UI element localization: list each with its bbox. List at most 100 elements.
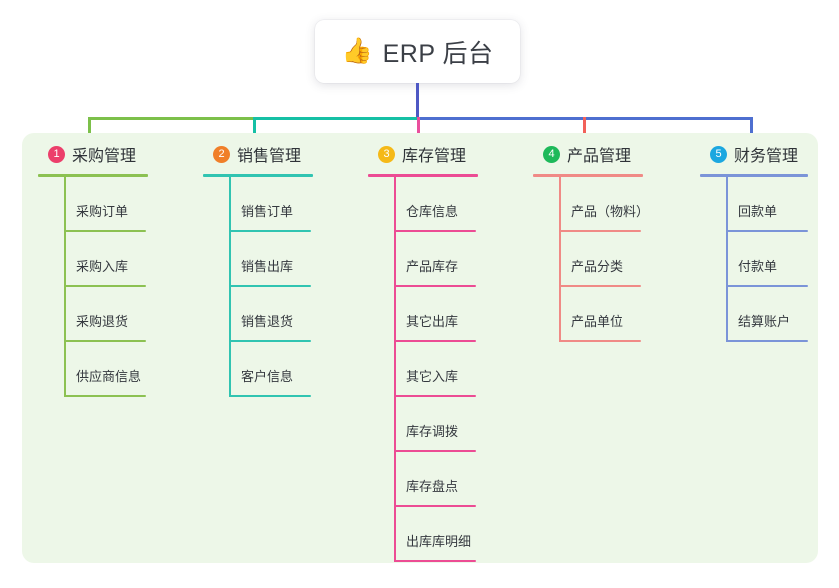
list-item-underline: [726, 230, 808, 232]
list-item[interactable]: 销售订单: [229, 177, 327, 232]
list-item-label: 其它出库: [406, 314, 459, 329]
list-item[interactable]: 产品（物料）: [559, 177, 657, 232]
trunk-line: [416, 83, 419, 119]
number-badge-2: 2: [213, 145, 230, 163]
list-item-label: 仓库信息: [406, 204, 459, 219]
list-item[interactable]: 结算账户: [726, 287, 824, 342]
drop-1: [88, 117, 91, 147]
list-item-label: 产品单位: [571, 314, 624, 329]
list-item-underline: [559, 340, 641, 342]
column-spine-purchasing: [64, 177, 66, 397]
list-item-underline: [64, 340, 146, 342]
branch-panel: [22, 133, 818, 563]
thumbs-up-icon: 👍: [341, 37, 373, 65]
root-node[interactable]: 👍 ERP 后台: [315, 20, 520, 83]
list-item[interactable]: 出库库明细: [394, 507, 492, 562]
list-item-underline: [394, 560, 476, 562]
item-list-inventory: 仓库信息产品库存其它出库其它入库库存调拨库存盘点出库库明细: [394, 177, 492, 562]
number-badge-3: 3: [378, 145, 395, 163]
segment-green: [88, 117, 254, 120]
column-title-finance: 财务管理: [734, 148, 799, 165]
list-item-underline: [726, 340, 808, 342]
column-header-purchasing[interactable]: 1 采购管理: [38, 141, 136, 167]
drop-3: [417, 117, 420, 147]
list-item[interactable]: 回款单: [726, 177, 824, 232]
list-item-label: 产品库存: [406, 259, 459, 274]
list-item[interactable]: 产品单位: [559, 287, 657, 342]
column-header-inventory[interactable]: 3 库存管理: [368, 141, 466, 167]
list-item-label: 销售退货: [241, 314, 294, 329]
list-item-label: 库存盘点: [406, 479, 459, 494]
list-item[interactable]: 采购订单: [64, 177, 162, 232]
list-item-underline: [559, 230, 641, 232]
list-item[interactable]: 其它出库: [394, 287, 492, 342]
list-item[interactable]: 其它入库: [394, 342, 492, 397]
list-item-underline: [229, 230, 311, 232]
drop-5: [750, 117, 753, 147]
column-spine-inventory: [394, 177, 396, 562]
column-title-inventory: 库存管理: [402, 148, 467, 165]
list-item-underline: [64, 395, 146, 397]
root-title: ERP 后台: [382, 39, 494, 68]
list-item[interactable]: 销售出库: [229, 232, 327, 287]
list-item-underline: [394, 450, 476, 452]
number-badge-1: 1: [48, 145, 65, 163]
column-underline-inventory: [368, 174, 478, 177]
column-title-sales: 销售管理: [237, 148, 302, 165]
list-item-label: 产品分类: [571, 259, 624, 274]
column-header-finance[interactable]: 5 财务管理: [700, 141, 798, 167]
list-item[interactable]: 采购退货: [64, 287, 162, 342]
item-list-product: 产品（物料） 产品分类产品单位: [559, 177, 657, 342]
column-title-purchasing: 采购管理: [72, 148, 137, 165]
list-item-label: 付款单: [738, 259, 778, 274]
list-item-label: 供应商信息: [76, 369, 142, 384]
list-item-underline: [394, 395, 476, 397]
column-spine-product: [559, 177, 561, 342]
list-item-underline: [229, 285, 311, 287]
list-item[interactable]: 付款单: [726, 232, 824, 287]
list-item-label: 库存调拨: [406, 424, 459, 439]
item-list-finance: 回款单付款单结算账户: [726, 177, 824, 342]
item-list-purchasing: 采购订单采购入库采购退货供应商信息: [64, 177, 162, 397]
column-spine-finance: [726, 177, 728, 342]
column-header-sales[interactable]: 2 销售管理: [203, 141, 301, 167]
list-item[interactable]: 产品库存: [394, 232, 492, 287]
list-item[interactable]: 客户信息: [229, 342, 327, 397]
list-item-underline: [394, 340, 476, 342]
column-underline-finance: [700, 174, 808, 177]
list-item-underline: [394, 285, 476, 287]
list-item[interactable]: 产品分类: [559, 232, 657, 287]
list-item-label: 销售出库: [241, 259, 294, 274]
list-item[interactable]: 供应商信息: [64, 342, 162, 397]
list-item[interactable]: 采购入库: [64, 232, 162, 287]
column-underline-sales: [203, 174, 313, 177]
list-item[interactable]: 库存盘点: [394, 452, 492, 507]
column-title-product: 产品管理: [567, 148, 632, 165]
list-item-underline: [559, 285, 641, 287]
list-item[interactable]: 仓库信息: [394, 177, 492, 232]
list-item-label: 客户信息: [241, 369, 294, 384]
column-underline-purchasing: [38, 174, 148, 177]
list-item[interactable]: 库存调拨: [394, 397, 492, 452]
column-spine-sales: [229, 177, 231, 397]
list-item-underline: [229, 395, 311, 397]
list-item-underline: [394, 230, 476, 232]
segment-teal: [253, 117, 418, 120]
drop-2: [253, 117, 256, 147]
list-item-label: 采购订单: [76, 204, 129, 219]
drop-4: [583, 117, 586, 147]
list-item-label: 回款单: [738, 204, 778, 219]
list-item-underline: [726, 285, 808, 287]
list-item-underline: [394, 505, 476, 507]
list-item-underline: [64, 230, 146, 232]
number-badge-5: 5: [710, 145, 727, 163]
list-item[interactable]: 销售退货: [229, 287, 327, 342]
list-item-label: 采购入库: [76, 259, 129, 274]
